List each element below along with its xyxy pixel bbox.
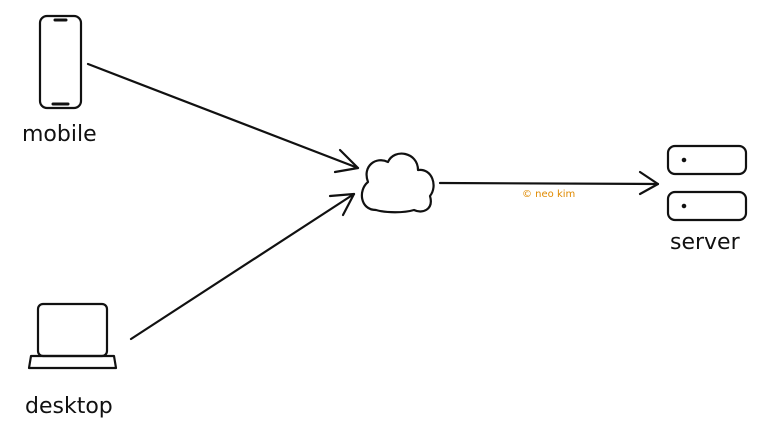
server-icon xyxy=(666,144,748,222)
arrow-mobile-to-cloud xyxy=(86,62,360,174)
cloud-icon xyxy=(360,152,435,214)
copyright-watermark: © neo kim xyxy=(522,189,576,200)
mobile-icon xyxy=(38,14,83,110)
server-label: server xyxy=(670,230,740,255)
desktop-label: desktop xyxy=(25,394,113,419)
laptop-icon xyxy=(27,302,118,370)
arrow-desktop-to-cloud xyxy=(129,192,356,341)
mobile-label: mobile xyxy=(22,122,97,147)
arrow-cloud-to-server xyxy=(438,170,660,196)
